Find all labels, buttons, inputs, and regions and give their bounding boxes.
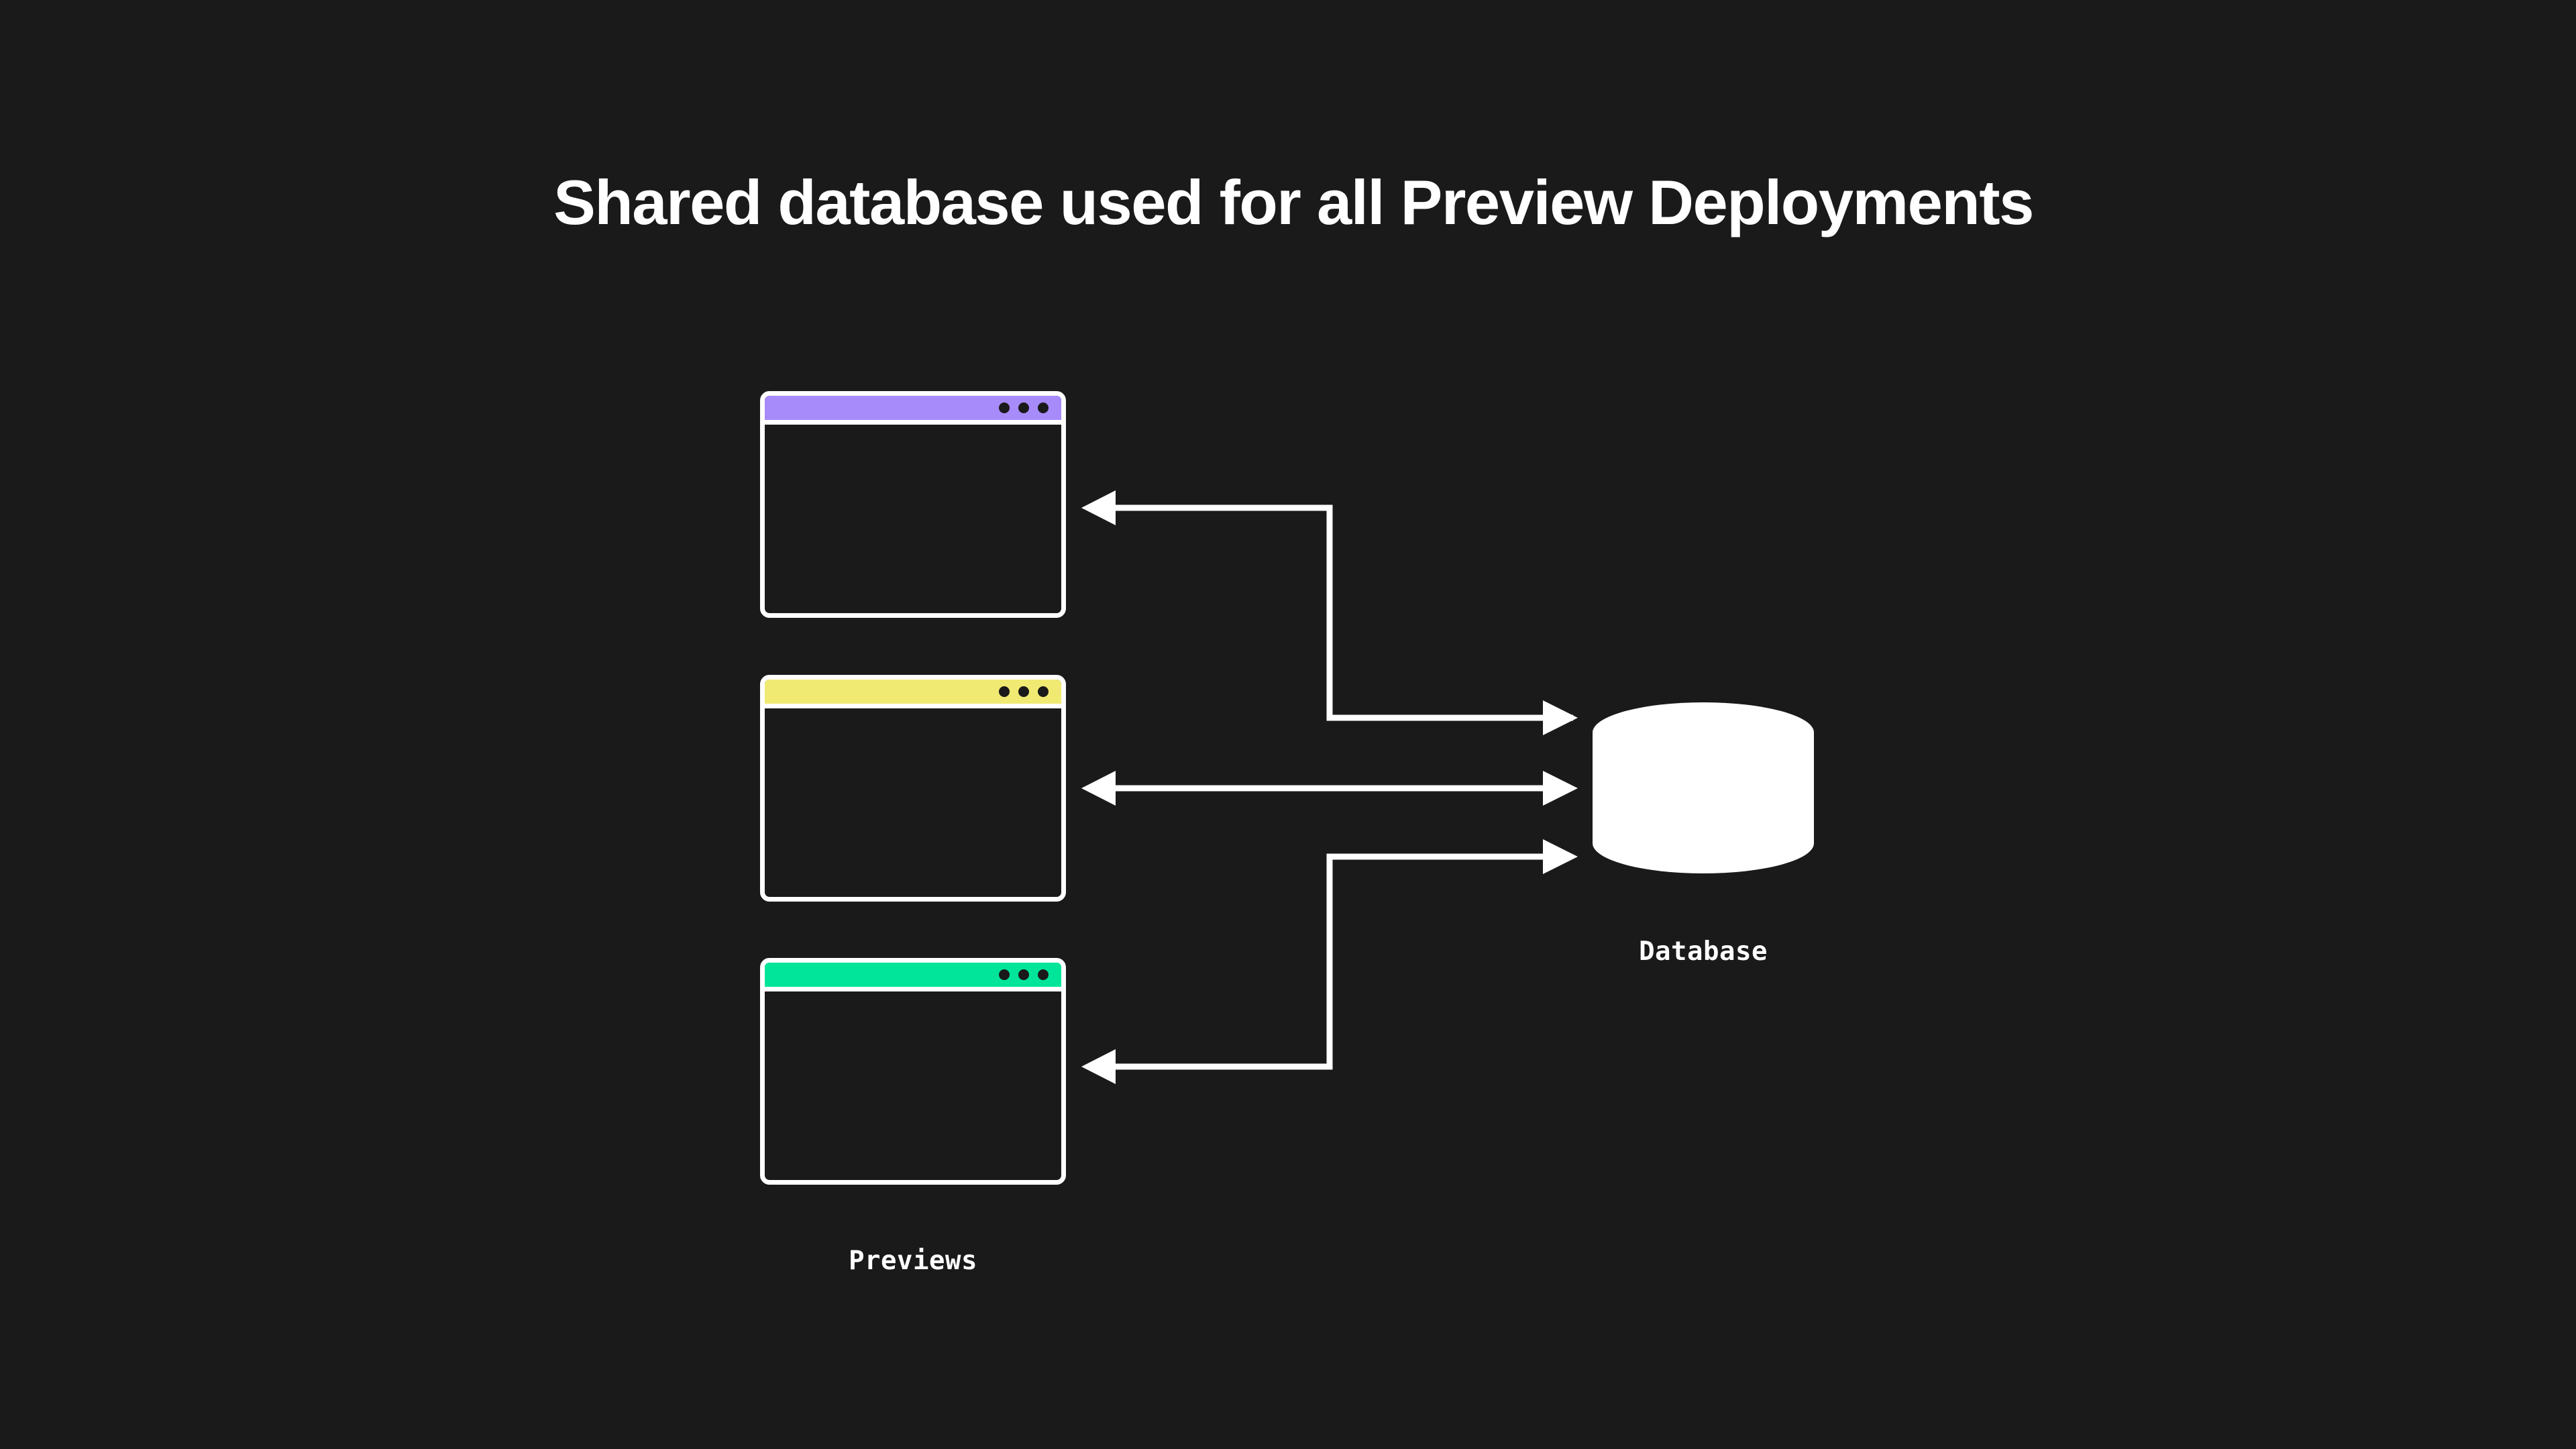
preview-window-green[interactable] [760,958,1066,1185]
window-dot-icon[interactable] [1038,402,1049,413]
window-titlebar-purple[interactable] [765,396,1061,425]
window-titlebar-yellow[interactable] [765,680,1061,708]
database-label: Database [1639,936,1768,967]
window-controls-yellow [999,686,1049,697]
connector-yellow-db [1081,771,1578,806]
previews-label: Previews [849,1246,977,1276]
window-titlebar-green[interactable] [765,963,1061,991]
window-dot-icon[interactable] [1018,402,1029,413]
window-dot-icon[interactable] [999,969,1010,980]
window-body-green [765,991,1061,1175]
preview-window-purple[interactable] [760,391,1066,618]
window-dot-icon[interactable] [1038,969,1049,980]
database-cylinder-icon [1593,702,1814,873]
window-dot-icon[interactable] [999,686,1010,697]
window-dot-icon[interactable] [1018,969,1029,980]
window-controls-purple [999,402,1049,413]
preview-window-yellow[interactable] [760,675,1066,902]
window-dot-icon[interactable] [1038,686,1049,697]
connector-db-to-purple [1081,490,1578,735]
window-body-purple [765,425,1061,608]
window-dot-icon[interactable] [999,402,1010,413]
page-title: Shared database used for all Preview Dep… [553,167,2034,237]
window-controls-green [999,969,1049,980]
connector-green-to-db [1081,839,1578,1084]
window-body-yellow [765,708,1061,892]
window-dot-icon[interactable] [1018,686,1029,697]
